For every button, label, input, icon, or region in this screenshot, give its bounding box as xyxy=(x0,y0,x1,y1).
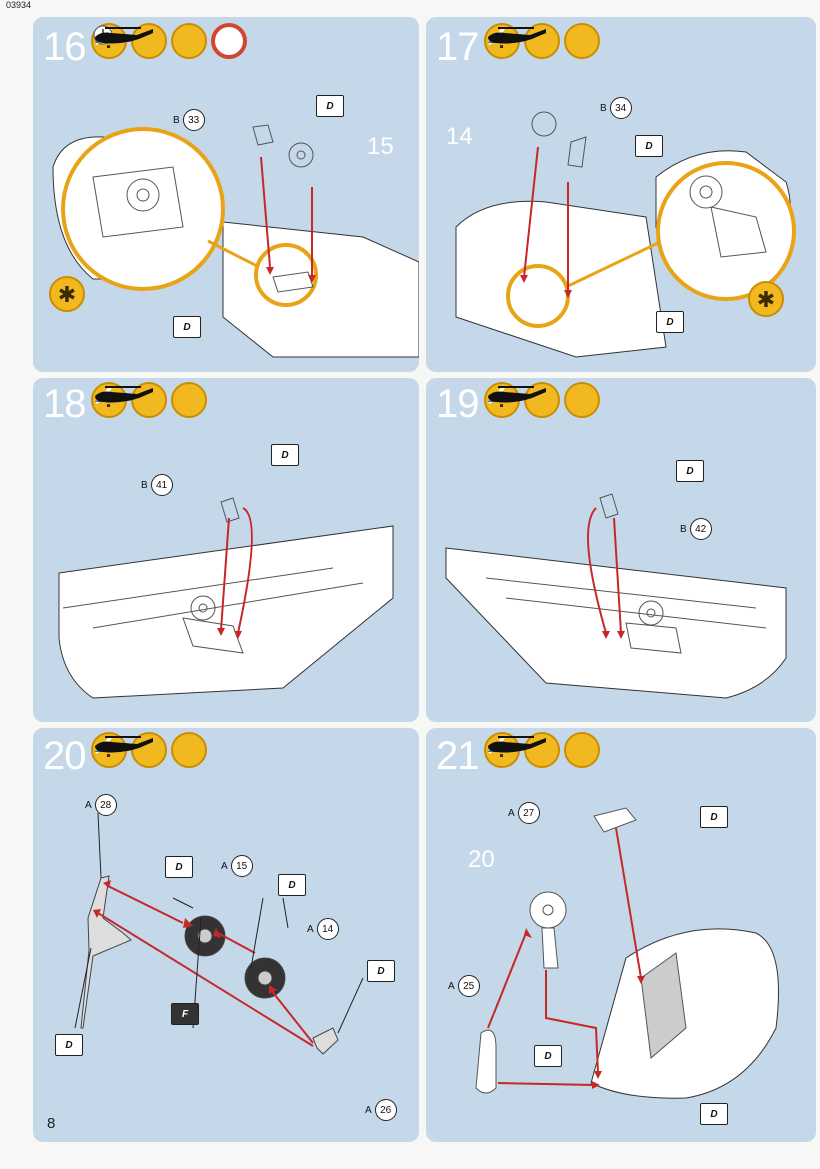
part-reference: 20 xyxy=(468,846,495,873)
helicopter-icon xyxy=(95,27,153,44)
step-icons: ? xyxy=(91,732,207,768)
helicopter-icon xyxy=(95,736,153,753)
decal-flag: D xyxy=(173,316,201,338)
decal-flag: D xyxy=(165,856,193,878)
step-number: 18 xyxy=(43,382,86,426)
step-icons: ? xyxy=(91,382,207,418)
step-number: 20 xyxy=(43,734,86,778)
step-20-drawing xyxy=(74,812,364,1055)
decal-flag: D xyxy=(676,460,704,482)
step-16-panel: 16 ? ✱ B33 15 D D xyxy=(33,17,419,372)
step-19-panel: 19 ? B42 D xyxy=(426,378,816,722)
step-number: 17 xyxy=(436,25,479,69)
step-20-panel: 20 ? A28 A15 A14 A26 D D D D F xyxy=(33,728,419,1142)
decal-flag: D xyxy=(700,806,728,828)
zoom-circle xyxy=(61,127,225,291)
page-number: 8 xyxy=(47,1115,56,1132)
decal-flag: D xyxy=(700,1103,728,1125)
decal-flag: D xyxy=(316,95,344,117)
decal-flag: D xyxy=(534,1045,562,1067)
step-21-panel: 21 ? A27 A25 20 D D D xyxy=(426,728,816,1142)
step-17-panel: 17 ? ✱ B34 14 D D xyxy=(426,17,816,372)
part-reference: 15 xyxy=(367,133,394,160)
step-21-drawing xyxy=(475,807,779,1099)
catalog-code: 03934 xyxy=(6,0,32,10)
step-icons: ? xyxy=(484,23,600,59)
decal-flag: D xyxy=(656,311,684,333)
step-number: 16 xyxy=(43,25,86,69)
svg-text:✱: ✱ xyxy=(58,282,76,307)
decal-flag: D xyxy=(271,444,299,466)
step-icons: ? xyxy=(484,732,600,768)
step-18-drawing xyxy=(58,497,394,699)
step-16-drawing: ✱ xyxy=(49,124,419,358)
decal-flag: D xyxy=(278,874,306,896)
part-reference: 14 xyxy=(446,123,473,150)
paint-flag: F xyxy=(171,1003,199,1025)
decal-flag: D xyxy=(55,1034,83,1056)
paint-icon xyxy=(94,382,207,418)
helicopter-icon xyxy=(95,386,153,403)
step-icons: ? xyxy=(484,382,600,418)
step-17-drawing: ✱ xyxy=(455,111,796,358)
step-icons: ? xyxy=(91,23,247,59)
helicopter-icon xyxy=(488,736,546,753)
decal-flag: D xyxy=(367,960,395,982)
helicopter-icon xyxy=(488,386,546,403)
step-number: 21 xyxy=(436,734,479,778)
paint-icon xyxy=(487,382,600,418)
helicopter-icon xyxy=(488,27,546,44)
step-19-drawing xyxy=(445,493,787,699)
paint-icon xyxy=(94,732,207,768)
step-18-panel: 18 ? B41 D xyxy=(33,378,419,722)
decal-flag: D xyxy=(635,135,663,157)
step-number: 19 xyxy=(436,382,479,426)
svg-text:✱: ✱ xyxy=(757,287,775,312)
